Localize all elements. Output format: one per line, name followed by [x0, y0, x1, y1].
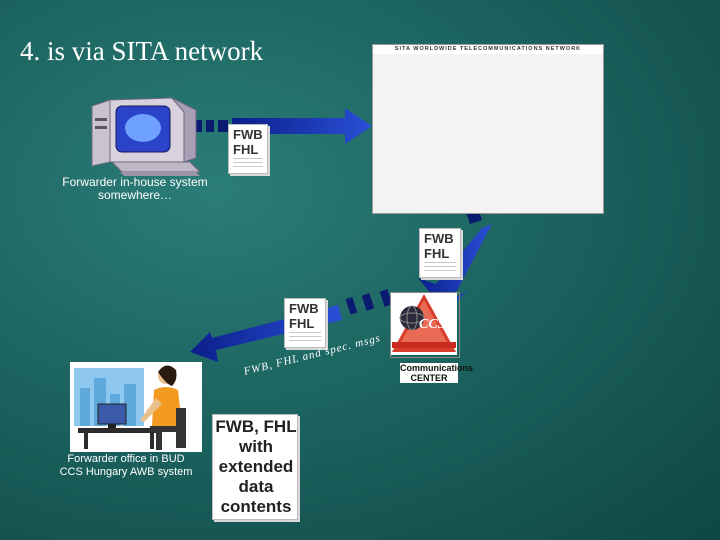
forwarder-office-caption: Forwarder office in BUD CCS Hungary AWB … [59, 453, 193, 478]
doc-lines [424, 259, 456, 273]
slide-title: 4. is via SITA network [20, 36, 264, 66]
office-illustration [70, 362, 202, 452]
map-title: SITA WORLDWIDE TELECOMMUNICATIONS NETWOR… [373, 45, 603, 54]
forwarder-system-caption: Forwarder in-house system somewhere… [62, 175, 208, 202]
sita-network-map: SITA WORLDWIDE TELECOMMUNICATIONS NETWOR… [372, 44, 604, 214]
ccs-logo-text: CCS [419, 317, 446, 332]
doc-lines [289, 329, 321, 343]
doc-label: FWB FHL [424, 231, 454, 261]
fwb-fhl-doc-3: FWB FHL [284, 298, 326, 348]
fwb-fhl-doc-2: FWB FHL [419, 228, 461, 278]
ccs-caption: Communications CENTER [400, 363, 474, 383]
ccs-logo-drawing [391, 293, 457, 355]
doc-label: FWB FHL [233, 127, 263, 157]
ccs-logo: CCS [390, 292, 460, 358]
extended-doc-label: FWB, FHL with extended data contents [215, 417, 297, 516]
computer-illustration [91, 97, 202, 176]
extended-data-doc: FWB, FHL with extended data contents [212, 414, 298, 520]
arrow-to-sita [196, 108, 372, 144]
doc-label: FWB FHL [289, 301, 319, 331]
doc-lines [233, 155, 263, 169]
fwb-fhl-doc-1: FWB FHL [228, 124, 268, 174]
